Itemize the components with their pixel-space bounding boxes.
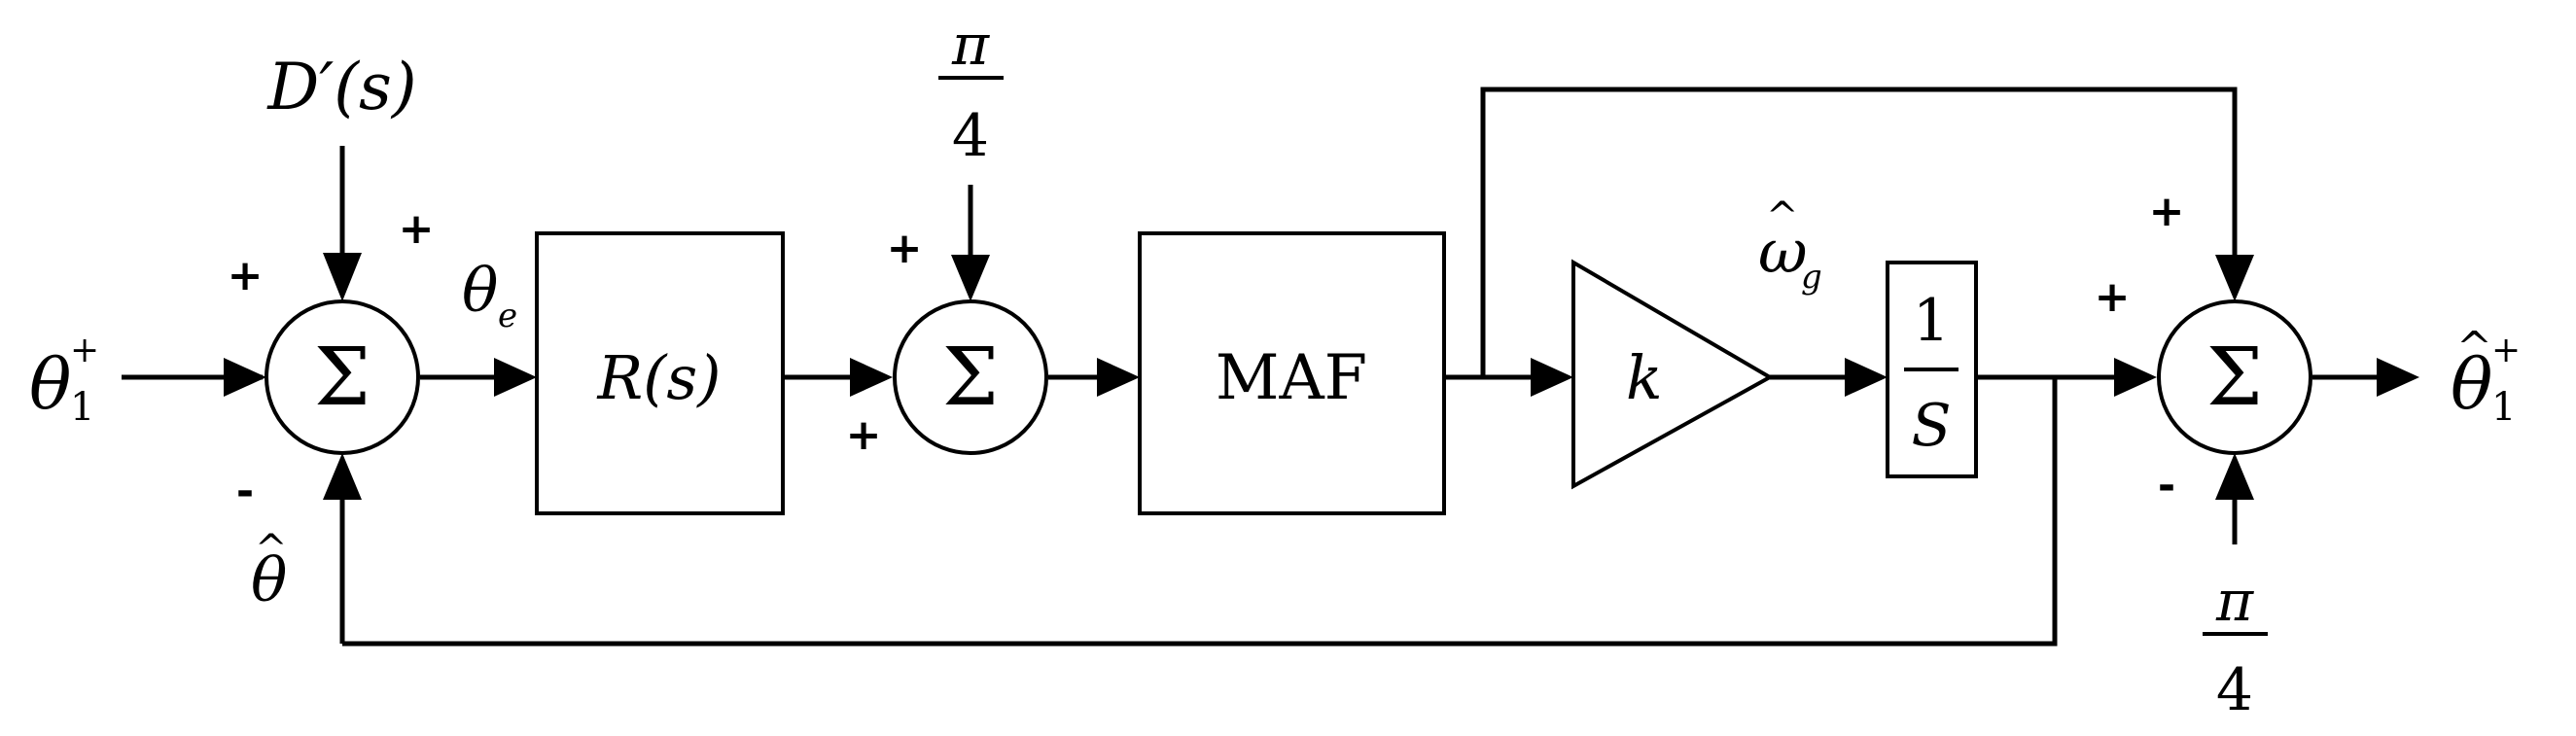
feedback-theta-hat-mark: ^ <box>255 527 288 572</box>
arrow-controller-to-sum2 <box>850 358 893 397</box>
filter-block <box>1138 231 1446 515</box>
arrow-disturbance-to-sum1 <box>323 253 362 301</box>
gain-block <box>1571 259 1775 490</box>
arrow-sum2-to-filter <box>1097 358 1140 397</box>
input-theta-subscript: 1 <box>70 385 94 430</box>
sum3-left-sign: + <box>2095 272 2131 322</box>
summing-junction-3 <box>2157 299 2312 455</box>
controller-label: R(s) <box>597 342 722 413</box>
pi-over-4-top-numerator: π <box>951 12 990 78</box>
frequency-estimate-hat: ^ <box>1766 194 1799 239</box>
arrow-feedforward-to-sum3 <box>2215 255 2254 301</box>
gain-label: k <box>1626 342 1663 413</box>
frequency-estimate-subscript: g <box>1801 258 1822 297</box>
arrow-filter-to-gain <box>1531 358 1573 397</box>
arrow-feedback-to-sum1 <box>323 453 362 500</box>
wire-feedforward-top <box>1480 87 2238 377</box>
arrow-gain-to-integrator <box>1845 358 1888 397</box>
feedback-theta-hat-label: θ <box>251 544 287 615</box>
sum2-bottom-sign: + <box>846 410 882 460</box>
sum1-left-sign: + <box>228 251 264 300</box>
arrow-input-to-sum1 <box>224 358 266 397</box>
controller-block <box>535 231 785 515</box>
integrator-numerator: 1 <box>1913 287 1950 355</box>
output-theta-label: θ <box>2451 343 2492 425</box>
pi-over-4-top-denominator: 4 <box>952 102 989 170</box>
arrow-sum1-to-controller <box>494 358 537 397</box>
pi-over-4-bottom-numerator: π <box>2215 568 2254 634</box>
sum2-top-sign: + <box>887 224 923 273</box>
summing-junction-2 <box>893 299 1048 455</box>
error-signal-label: θ <box>462 255 498 326</box>
input-theta-label: θ <box>29 343 71 425</box>
sum1-bottom-sign: - <box>236 467 254 516</box>
disturbance-label: D′(s) <box>266 50 416 124</box>
sum3-bottom-sign: - <box>2158 461 2175 510</box>
arrow-integrator-to-sum3 <box>2114 358 2157 397</box>
sum1-top-sign: + <box>399 204 435 254</box>
summing-junction-1-symbol: Σ <box>314 332 371 424</box>
filter-label: MAF <box>1216 342 1367 414</box>
summing-junction-3-symbol: Σ <box>2206 332 2263 424</box>
error-signal-subscript: e <box>498 297 517 335</box>
summing-junction-1 <box>265 299 420 455</box>
sum3-top-sign: + <box>2149 187 2185 236</box>
wire-feedback-loop <box>342 377 2058 647</box>
arrow-sum3-to-output <box>2377 358 2419 397</box>
output-theta-subscript: 1 <box>2491 385 2516 430</box>
summing-junction-2-symbol: Σ <box>942 332 999 424</box>
arrow-pi4-to-sum3 <box>2215 453 2254 500</box>
output-theta-hat: ^ <box>2456 323 2492 372</box>
output-theta-superscript: + <box>2491 331 2521 370</box>
input-theta-superscript: + <box>70 331 99 370</box>
arrow-pi4-to-sum2 <box>951 255 990 301</box>
pi-over-4-bottom-denominator: 4 <box>2216 656 2253 724</box>
frequency-estimate-label: ω <box>1758 216 1808 287</box>
integrator-denominator: S <box>1911 392 1951 460</box>
